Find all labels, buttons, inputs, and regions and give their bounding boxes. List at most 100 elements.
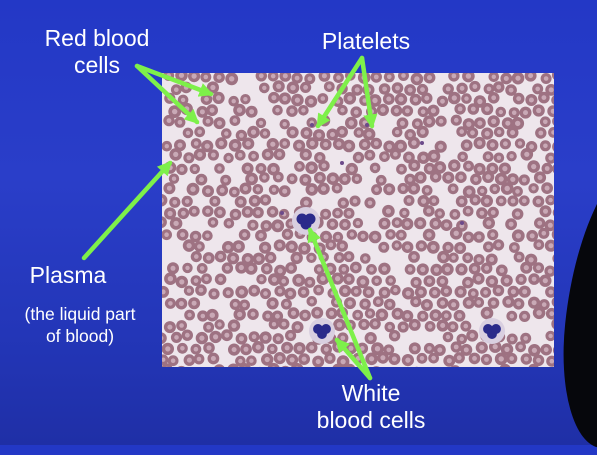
red-blood-cell-center bbox=[264, 224, 269, 229]
red-blood-cell-center bbox=[480, 189, 484, 193]
red-blood-cell-center bbox=[204, 97, 209, 102]
red-blood-cell-center bbox=[452, 163, 457, 168]
red-blood-cell-center bbox=[424, 303, 429, 308]
red-blood-cell-center bbox=[357, 130, 361, 134]
red-blood-cell-center bbox=[187, 155, 192, 160]
platelet bbox=[460, 221, 464, 225]
red-blood-cell-center bbox=[454, 345, 459, 350]
red-blood-cell-center bbox=[542, 302, 547, 307]
red-blood-cell-center bbox=[362, 322, 367, 327]
red-blood-cell-center bbox=[265, 152, 270, 157]
red-blood-cell-center bbox=[454, 118, 459, 123]
red-blood-cell-center bbox=[387, 144, 392, 149]
red-blood-cell-center bbox=[232, 190, 237, 195]
red-blood-cell-center bbox=[503, 141, 508, 146]
red-blood-cell-center bbox=[330, 132, 335, 137]
red-blood-cell-center bbox=[226, 290, 231, 295]
red-blood-cell-center bbox=[192, 74, 197, 79]
red-blood-cell-center bbox=[467, 189, 472, 194]
red-blood-cell-center bbox=[249, 109, 254, 114]
red-blood-cell-center bbox=[342, 177, 347, 182]
red-blood-cell-center bbox=[199, 336, 204, 341]
red-blood-cell-center bbox=[485, 131, 490, 136]
red-blood-cell-center bbox=[420, 356, 425, 361]
red-blood-cell-center bbox=[400, 121, 405, 126]
red-blood-cell-center bbox=[433, 174, 438, 179]
red-blood-cell-center bbox=[276, 84, 281, 89]
red-blood-cell-center bbox=[372, 98, 377, 103]
plasma-description-line1: (the liquid part bbox=[6, 304, 154, 326]
red-blood-cell-center bbox=[502, 166, 507, 171]
red-blood-cell-center bbox=[451, 256, 455, 260]
red-blood-cell-center bbox=[472, 266, 477, 271]
red-blood-cell-center bbox=[483, 290, 488, 295]
red-blood-cell-center bbox=[205, 234, 209, 238]
red-blood-cell-center bbox=[446, 175, 451, 180]
red-blood-cell-center bbox=[465, 280, 470, 285]
red-blood-cell-center bbox=[408, 132, 413, 137]
red-blood-cell-center bbox=[480, 211, 485, 216]
red-blood-cell-center bbox=[474, 177, 479, 182]
red-blood-cell-center bbox=[315, 310, 320, 315]
red-blood-cell-center bbox=[323, 212, 328, 217]
red-blood-cell-center bbox=[472, 356, 477, 361]
red-blood-cell-center bbox=[172, 177, 176, 181]
red-blood-cell-center bbox=[289, 266, 294, 271]
red-blood-cell-center bbox=[346, 143, 351, 148]
red-blood-cell-center bbox=[262, 175, 266, 179]
red-blood-cell-center bbox=[272, 322, 276, 326]
red-blood-cell-center bbox=[296, 278, 301, 283]
red-blood-cell-center bbox=[259, 166, 264, 171]
red-blood-cell-center bbox=[349, 346, 354, 351]
red-blood-cell-center bbox=[270, 301, 275, 306]
red-blood-cell-center bbox=[387, 348, 392, 353]
red-blood-cell-center bbox=[278, 268, 283, 273]
red-blood-cell-center bbox=[262, 86, 266, 90]
red-blood-cell-center bbox=[187, 358, 192, 363]
red-blood-cell-center bbox=[204, 277, 209, 282]
red-blood-cell-center bbox=[272, 277, 277, 282]
red-blood-cell-center bbox=[473, 84, 478, 89]
red-blood-cell-center bbox=[543, 209, 548, 214]
red-blood-cell-center bbox=[355, 177, 359, 181]
red-blood-cell-center bbox=[322, 118, 327, 123]
red-blood-cell-center bbox=[532, 348, 537, 353]
red-blood-cell-center bbox=[499, 110, 503, 114]
red-blood-cell-center bbox=[458, 107, 463, 112]
red-blood-cell-center bbox=[433, 313, 438, 318]
red-blood-cell-center bbox=[497, 130, 501, 134]
red-blood-cell-center bbox=[524, 265, 529, 270]
red-blood-cell-center bbox=[343, 288, 348, 293]
red-blood-cell-center bbox=[437, 348, 442, 353]
red-blood-cell-center bbox=[340, 310, 345, 315]
red-blood-cell-center bbox=[412, 346, 417, 351]
red-blood-cell-center bbox=[185, 266, 189, 270]
red-blood-cell-center bbox=[317, 246, 322, 251]
red-blood-cell-center bbox=[289, 244, 294, 249]
red-blood-cell-center bbox=[505, 121, 510, 126]
red-blood-cell-center bbox=[211, 356, 216, 361]
red-blood-cell-center bbox=[168, 211, 173, 216]
red-blood-cell-center bbox=[522, 314, 527, 319]
red-blood-cell-center bbox=[238, 199, 243, 204]
red-blood-cell-center bbox=[445, 267, 450, 272]
red-blood-cell-center bbox=[524, 152, 529, 157]
red-blood-cell-center bbox=[317, 175, 322, 180]
red-blood-cell-center bbox=[197, 152, 202, 157]
red-blood-cell-center bbox=[236, 244, 241, 249]
red-blood-cell-center bbox=[499, 199, 504, 204]
red-blood-cell-center bbox=[336, 142, 341, 147]
red-blood-cell-center bbox=[343, 222, 348, 227]
red-blood-cell-center bbox=[490, 232, 495, 237]
red-blood-cell-center bbox=[213, 199, 218, 204]
red-blood-cell-center bbox=[223, 178, 228, 183]
red-blood-cell-center bbox=[460, 337, 464, 341]
red-blood-cell-center bbox=[491, 95, 496, 100]
platelet bbox=[280, 211, 284, 215]
red-blood-cell-center bbox=[360, 279, 365, 284]
red-blood-cell-center bbox=[168, 276, 173, 281]
red-blood-cell-center bbox=[395, 130, 399, 134]
red-blood-cell-center bbox=[499, 176, 504, 181]
red-blood-cell-center bbox=[464, 143, 469, 148]
red-blood-cell-center bbox=[369, 356, 374, 361]
